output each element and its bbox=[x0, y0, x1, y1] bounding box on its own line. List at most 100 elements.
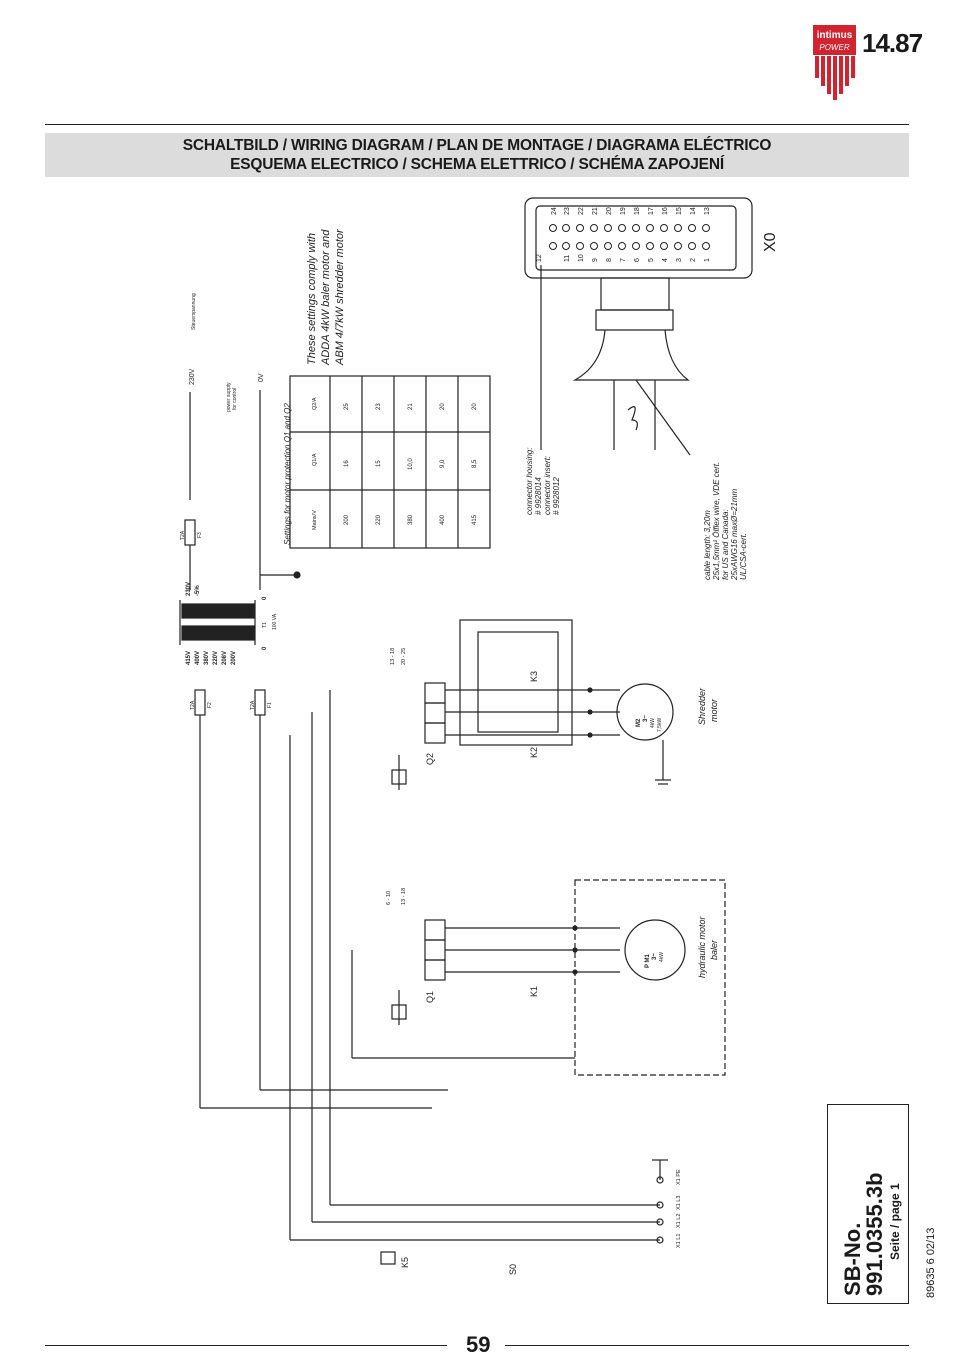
term-x1-l3: X1 L3 bbox=[676, 1196, 682, 1210]
tx-zero-low: 0 bbox=[262, 646, 268, 650]
shredder-motor-symbol bbox=[616, 683, 674, 741]
th-q2: Q2/A bbox=[312, 397, 318, 410]
fuse-f3 bbox=[184, 519, 196, 546]
housing-note-1: connector housing: bbox=[525, 447, 534, 515]
fuse-f1 bbox=[254, 689, 266, 716]
td-r1-c2: 23 bbox=[376, 403, 382, 410]
pin-7: 7 bbox=[620, 258, 627, 262]
pin-9: 9 bbox=[592, 258, 599, 262]
tx-415: 415V bbox=[186, 651, 192, 665]
tx-zero-high: 0 bbox=[262, 596, 268, 600]
v230-label: 230V bbox=[189, 368, 196, 385]
shredder-label-2: motor bbox=[709, 698, 719, 722]
pin-21: 21 bbox=[592, 207, 599, 215]
compliance-line-3: ABM 4/7kW shredder motor bbox=[334, 228, 346, 366]
th-q1: Q1/A bbox=[312, 453, 318, 466]
td-r4-c0: 415 bbox=[472, 514, 478, 525]
m1-id: P M1 bbox=[645, 953, 651, 968]
fuse-f3-id: F3 bbox=[197, 532, 203, 538]
power-supply-line2: for control bbox=[232, 388, 238, 410]
k3-label: K3 bbox=[529, 671, 539, 682]
td-r4-c2: 20 bbox=[472, 403, 478, 410]
table-title: Settings for motor protection Q1 and Q2 bbox=[283, 403, 292, 545]
banner-line1: SCHALTBILD / WIRING DIAGRAM / PLAN DE MO… bbox=[182, 137, 772, 154]
td-r0-c2: 25 bbox=[344, 403, 350, 410]
q1-range-1: 6 - 10 bbox=[386, 891, 392, 905]
compliance-line-1: These settings comply with bbox=[306, 233, 318, 365]
banner-line2: ESQUEMA ELECTRICO / SCHEMA ELETTRICO / S… bbox=[230, 156, 724, 173]
intimus-logo: intimus POWER bbox=[813, 25, 856, 100]
pin-11: 11 bbox=[564, 255, 571, 262]
term-x1-l1: X1 L1 bbox=[676, 1234, 682, 1248]
td-r0-c1: 16 bbox=[344, 460, 350, 467]
q2-range-1: 13 - 18 bbox=[390, 648, 396, 665]
pin-19: 19 bbox=[620, 207, 627, 215]
pin-6: 6 bbox=[634, 258, 641, 262]
q1-range-2: 13 - 18 bbox=[401, 888, 407, 905]
pin-10: 10 bbox=[578, 254, 585, 262]
td-r2-c1: 10,0 bbox=[408, 458, 414, 470]
m2-power-1: 4kW bbox=[650, 718, 656, 728]
doc-code: 14.87 bbox=[862, 28, 923, 58]
v0-label: 0V bbox=[258, 373, 265, 382]
tx-230: 230V bbox=[186, 582, 192, 596]
brand-top: intimus bbox=[817, 30, 853, 41]
s0-label: S0 bbox=[508, 1264, 518, 1275]
pin-8: 8 bbox=[606, 258, 613, 262]
fuse-f2-rating: T2A bbox=[190, 700, 196, 710]
m2-phase: 3~ bbox=[643, 715, 649, 722]
k1-label: K1 bbox=[529, 986, 539, 997]
sb-page: Seite / page 1 bbox=[888, 1183, 902, 1260]
cable-note-1: cable length: 3,20m bbox=[703, 510, 712, 580]
housing-note-3: connector insert: bbox=[543, 456, 552, 515]
k2-label: K2 bbox=[529, 747, 539, 758]
top-rule bbox=[45, 124, 909, 125]
page-number: 59 bbox=[466, 1332, 491, 1357]
pin-3: 3 bbox=[676, 258, 683, 262]
baler-motor-symbol bbox=[624, 919, 686, 981]
td-r1-c1: 15 bbox=[376, 460, 382, 467]
pin-14: 14 bbox=[690, 207, 697, 215]
m2-power-2: 7,5kW bbox=[657, 718, 663, 732]
pin-16: 16 bbox=[662, 207, 669, 215]
footer-rule-left bbox=[45, 1345, 447, 1346]
pin-1: 1 bbox=[704, 258, 711, 262]
fuse-f3-rating: T2A bbox=[180, 530, 186, 540]
m1-power: 4kW bbox=[659, 952, 665, 962]
footer-rule-right bbox=[505, 1345, 909, 1346]
connector-label: X0 bbox=[762, 232, 779, 252]
term-x1-l2: X1 L2 bbox=[676, 1214, 682, 1228]
tx-200: 200V bbox=[231, 651, 237, 665]
doc-ref: 89635 6 02/13 bbox=[925, 1227, 937, 1298]
q2-label: Q2 bbox=[425, 753, 435, 765]
th-mains: Mains/V bbox=[312, 510, 318, 530]
sb-number: 991.0355.3b bbox=[862, 1172, 887, 1296]
pin-23: 23 bbox=[564, 207, 571, 215]
m2-id: M2 bbox=[636, 718, 642, 727]
tx-208: 208V bbox=[222, 651, 228, 665]
housing-note-2: # 9928014 bbox=[534, 477, 543, 515]
steuerspannung-label: Steuerspannung bbox=[191, 293, 197, 330]
td-r1-c0: 220 bbox=[376, 514, 382, 525]
td-r0-c0: 200 bbox=[344, 514, 350, 525]
cable-note-4: 25xAWG16 maxØ=21mm bbox=[730, 488, 739, 581]
td-r4-c1: 8,5 bbox=[472, 459, 478, 468]
pin-18: 18 bbox=[634, 207, 641, 215]
td-r2-c0: 380 bbox=[408, 514, 414, 525]
cable-note-3: for US and Canada: bbox=[721, 509, 730, 580]
fuse-f2-id: F2 bbox=[207, 702, 213, 708]
baler-label-1: hydraulic motor bbox=[697, 915, 707, 978]
td-r3-c0: 400 bbox=[440, 514, 446, 525]
brand-bottom: POWER bbox=[819, 43, 849, 52]
pin-20: 20 bbox=[606, 207, 613, 215]
pin-22: 22 bbox=[578, 207, 585, 215]
tx-220: 220V bbox=[213, 651, 219, 665]
td-r2-c2: 21 bbox=[408, 403, 414, 410]
term-x1-pe: X1 PE bbox=[676, 1169, 682, 1185]
pin-13: 13 bbox=[704, 207, 711, 215]
compliance-line-2: ADDA 4kW baler motor and bbox=[320, 229, 332, 366]
pin-12: 12 bbox=[536, 254, 543, 262]
pin-5: 5 bbox=[648, 258, 655, 262]
title-banner: SCHALTBILD / WIRING DIAGRAM / PLAN DE MO… bbox=[45, 133, 909, 177]
tx-380: 380V bbox=[204, 651, 210, 665]
